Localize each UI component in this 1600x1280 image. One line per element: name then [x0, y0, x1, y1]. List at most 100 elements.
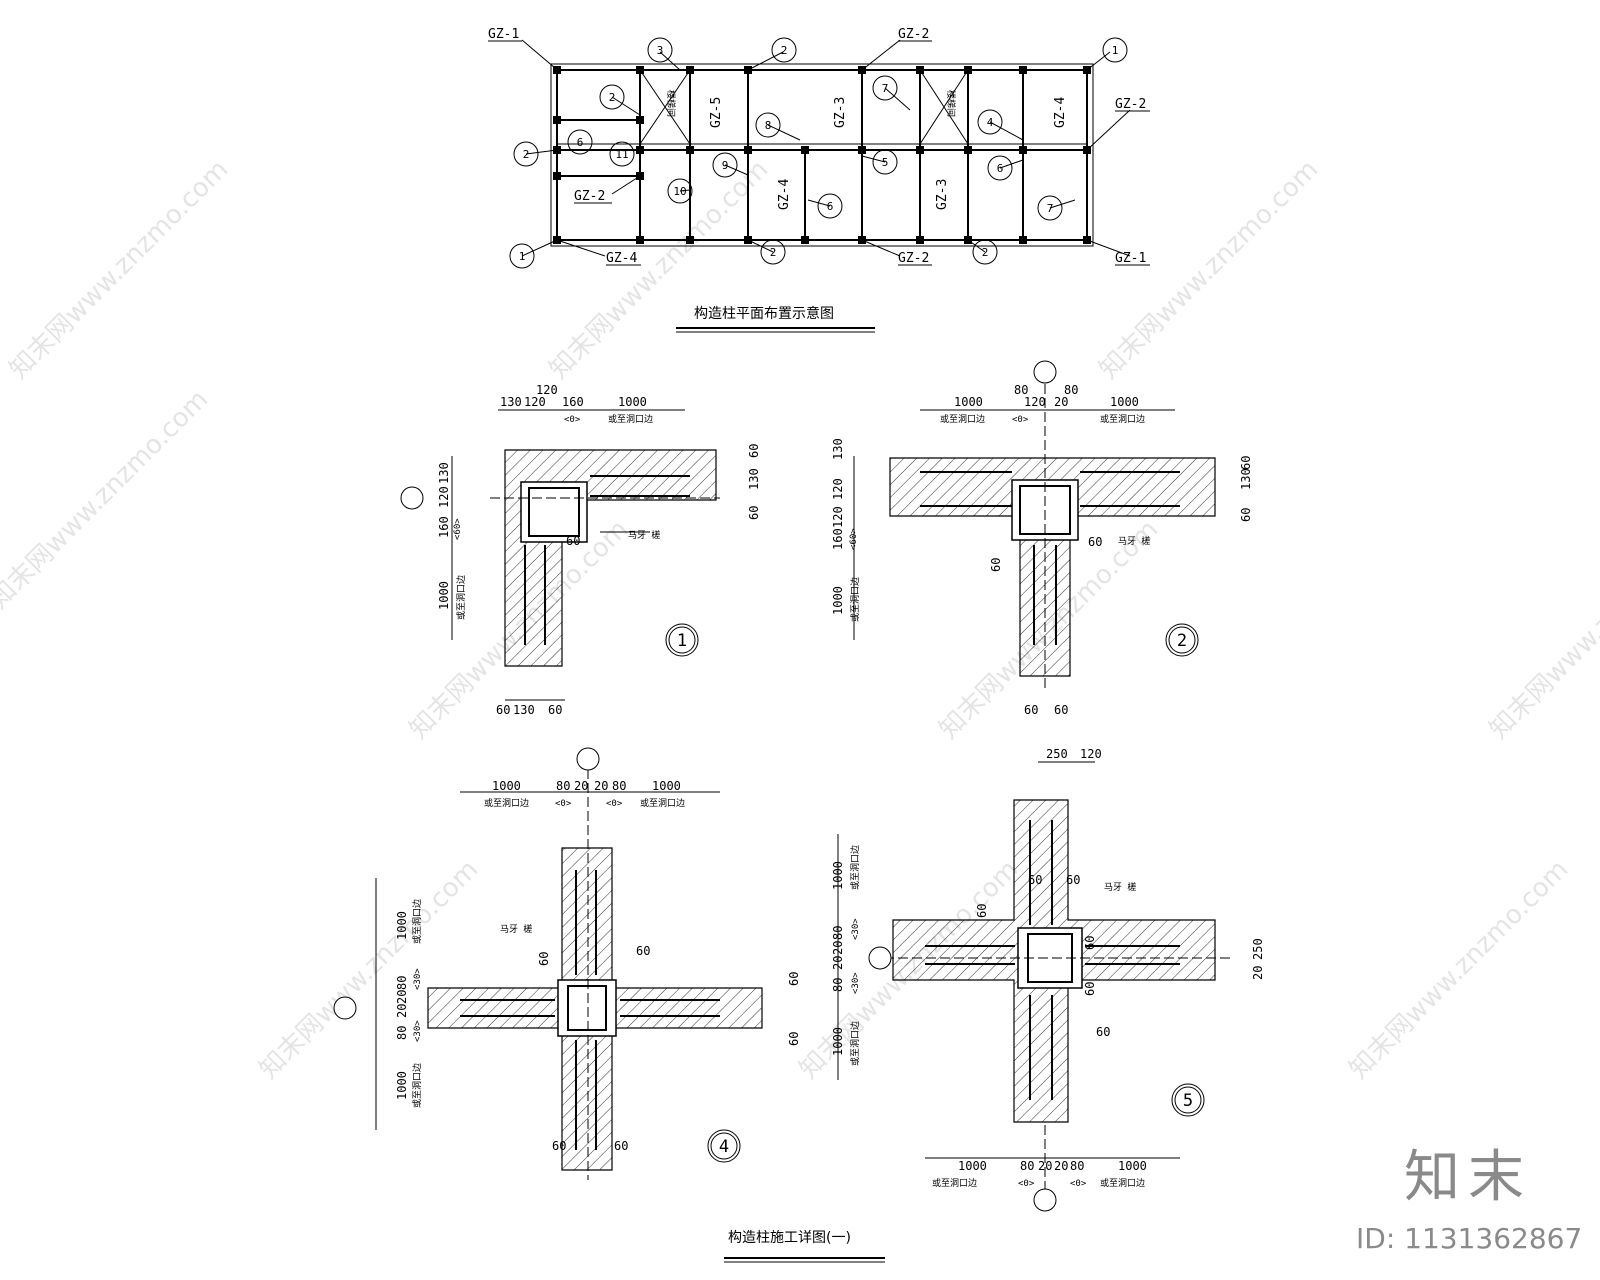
svg-text:<0>: <0>: [606, 799, 623, 809]
detail-2: 2 80 80 1000 120 20 1000 <0> 或至洞口边 或至洞口边…: [831, 360, 1253, 717]
gz-label: GZ-3: [935, 179, 950, 210]
svg-text:或至洞口边: 或至洞口边: [849, 845, 861, 890]
gz-label: GZ-3: [833, 97, 848, 128]
plan-title: 构造柱平面布置示意图: [694, 305, 834, 322]
svg-text:20: 20: [1251, 966, 1265, 980]
svg-text:1000: 1000: [492, 779, 521, 793]
svg-text:60: 60: [1083, 982, 1097, 996]
callout: 5: [872, 149, 898, 175]
gz-label: GZ-2: [898, 27, 929, 42]
svg-text:20: 20: [1054, 395, 1068, 409]
brand-id: ID: 1131362867: [1356, 1222, 1582, 1255]
gz-label: GZ-1: [488, 27, 519, 42]
svg-text:2: 2: [609, 91, 616, 104]
svg-text:20: 20: [395, 1004, 409, 1018]
svg-text:60: 60: [537, 952, 551, 966]
svg-text:80: 80: [1014, 383, 1028, 397]
svg-text:60: 60: [1024, 703, 1038, 717]
gz-label: GZ-5: [709, 97, 724, 128]
watermark: 知末网www.znzmo.com: [1094, 154, 1325, 385]
detail-number: 5: [1183, 1091, 1193, 1111]
svg-text:<30>: <30>: [413, 968, 423, 990]
svg-text:1000: 1000: [831, 586, 845, 615]
plan-callouts: 3 2 1 2 7 8 2 6 11 9 4 10 5 6 6 7 1 2 2: [509, 37, 1128, 269]
svg-text:或至洞口边: 或至洞口边: [640, 797, 685, 809]
svg-text:80: 80: [1020, 1159, 1034, 1173]
callout: 9: [712, 152, 738, 178]
svg-text:6: 6: [827, 200, 834, 213]
watermark-layer: 知末网www.znzmo.com 知末网www.znzmo.com 知末网www…: [0, 154, 1600, 1085]
svg-text:20: 20: [831, 941, 845, 955]
callout: 6: [567, 129, 593, 155]
callout: 7: [872, 75, 898, 101]
svg-text:60: 60: [1088, 535, 1102, 549]
svg-text:8: 8: [765, 119, 772, 132]
details-title: 构造柱施工详图(一): [728, 1230, 851, 1246]
svg-text:120: 120: [524, 395, 546, 409]
svg-text:或至洞口边: 或至洞口边: [411, 899, 423, 944]
callout: 2: [972, 239, 998, 265]
svg-text:1000: 1000: [831, 861, 845, 890]
svg-text:20: 20: [1038, 1159, 1052, 1173]
svg-text:1: 1: [519, 250, 526, 263]
svg-text:130: 130: [1239, 468, 1253, 490]
watermark: 知末网www.znzmo.com: [4, 154, 235, 385]
svg-text:160: 160: [437, 516, 451, 538]
callout: 4: [977, 109, 1003, 135]
svg-text:<0>: <0>: [555, 799, 572, 809]
svg-text:130: 130: [513, 703, 535, 717]
svg-text:120: 120: [1080, 747, 1102, 761]
svg-text:60: 60: [496, 703, 510, 717]
svg-text:或至洞口边: 或至洞口边: [932, 1177, 977, 1189]
svg-text:或至洞口边: 或至洞口边: [849, 1021, 861, 1066]
svg-text:1000: 1000: [395, 911, 409, 940]
svg-text:或至洞口边: 或至洞口边: [849, 577, 861, 622]
gz-label: GZ-4: [606, 251, 637, 266]
svg-text:80: 80: [1064, 383, 1078, 397]
svg-text:60: 60: [1083, 936, 1097, 950]
stair-label: 楼梯间: [945, 90, 957, 117]
svg-text:1000: 1000: [958, 1159, 987, 1173]
gz-label: GZ-1: [1115, 251, 1146, 266]
stair-label: 楼梯间: [665, 90, 677, 117]
svg-text:60: 60: [566, 534, 580, 548]
svg-text:120: 120: [437, 486, 451, 508]
svg-text:2: 2: [523, 148, 530, 161]
gz-label: GZ-2: [898, 251, 929, 266]
svg-text:1000: 1000: [831, 1027, 845, 1056]
gz-label: GZ-2: [1115, 97, 1146, 112]
svg-text:120: 120: [831, 478, 845, 500]
gz-label: GZ-2: [574, 189, 605, 204]
callout: 2: [760, 239, 786, 265]
svg-text:60: 60: [1066, 873, 1080, 887]
svg-text:60: 60: [747, 506, 761, 520]
svg-text:<60>: <60>: [453, 518, 463, 540]
svg-text:11: 11: [615, 148, 628, 161]
svg-text:或至洞口边: 或至洞口边: [608, 413, 653, 425]
svg-text:或至洞口边: 或至洞口边: [484, 797, 529, 809]
callout: 2: [771, 37, 797, 63]
svg-text:1000: 1000: [395, 1071, 409, 1100]
callout: 6: [817, 193, 843, 219]
svg-text:7: 7: [882, 82, 889, 95]
svg-text:80: 80: [395, 1026, 409, 1040]
callout: 6: [987, 155, 1013, 181]
svg-text:或至洞口边: 或至洞口边: [411, 1063, 423, 1108]
svg-text:7: 7: [1047, 202, 1054, 215]
svg-text:<30>: <30>: [413, 1020, 423, 1042]
callout: 1: [509, 243, 535, 269]
svg-text:20: 20: [1054, 1159, 1068, 1173]
svg-text:60: 60: [989, 558, 1003, 572]
svg-text:1000: 1000: [954, 395, 983, 409]
svg-text:60: 60: [787, 972, 801, 986]
svg-text:80: 80: [1070, 1159, 1084, 1173]
svg-text:1000: 1000: [1118, 1159, 1147, 1173]
callout: 7: [1037, 195, 1063, 221]
svg-text:或至洞口边: 或至洞口边: [1100, 413, 1145, 425]
bond-label: 马牙 槎: [500, 923, 532, 935]
svg-text:20: 20: [594, 779, 608, 793]
detail-number: 1: [677, 631, 687, 651]
detail-5: 5 250 120 1000 80 20 20 80 1000 <30> <30…: [831, 747, 1265, 1212]
svg-text:80: 80: [612, 779, 626, 793]
